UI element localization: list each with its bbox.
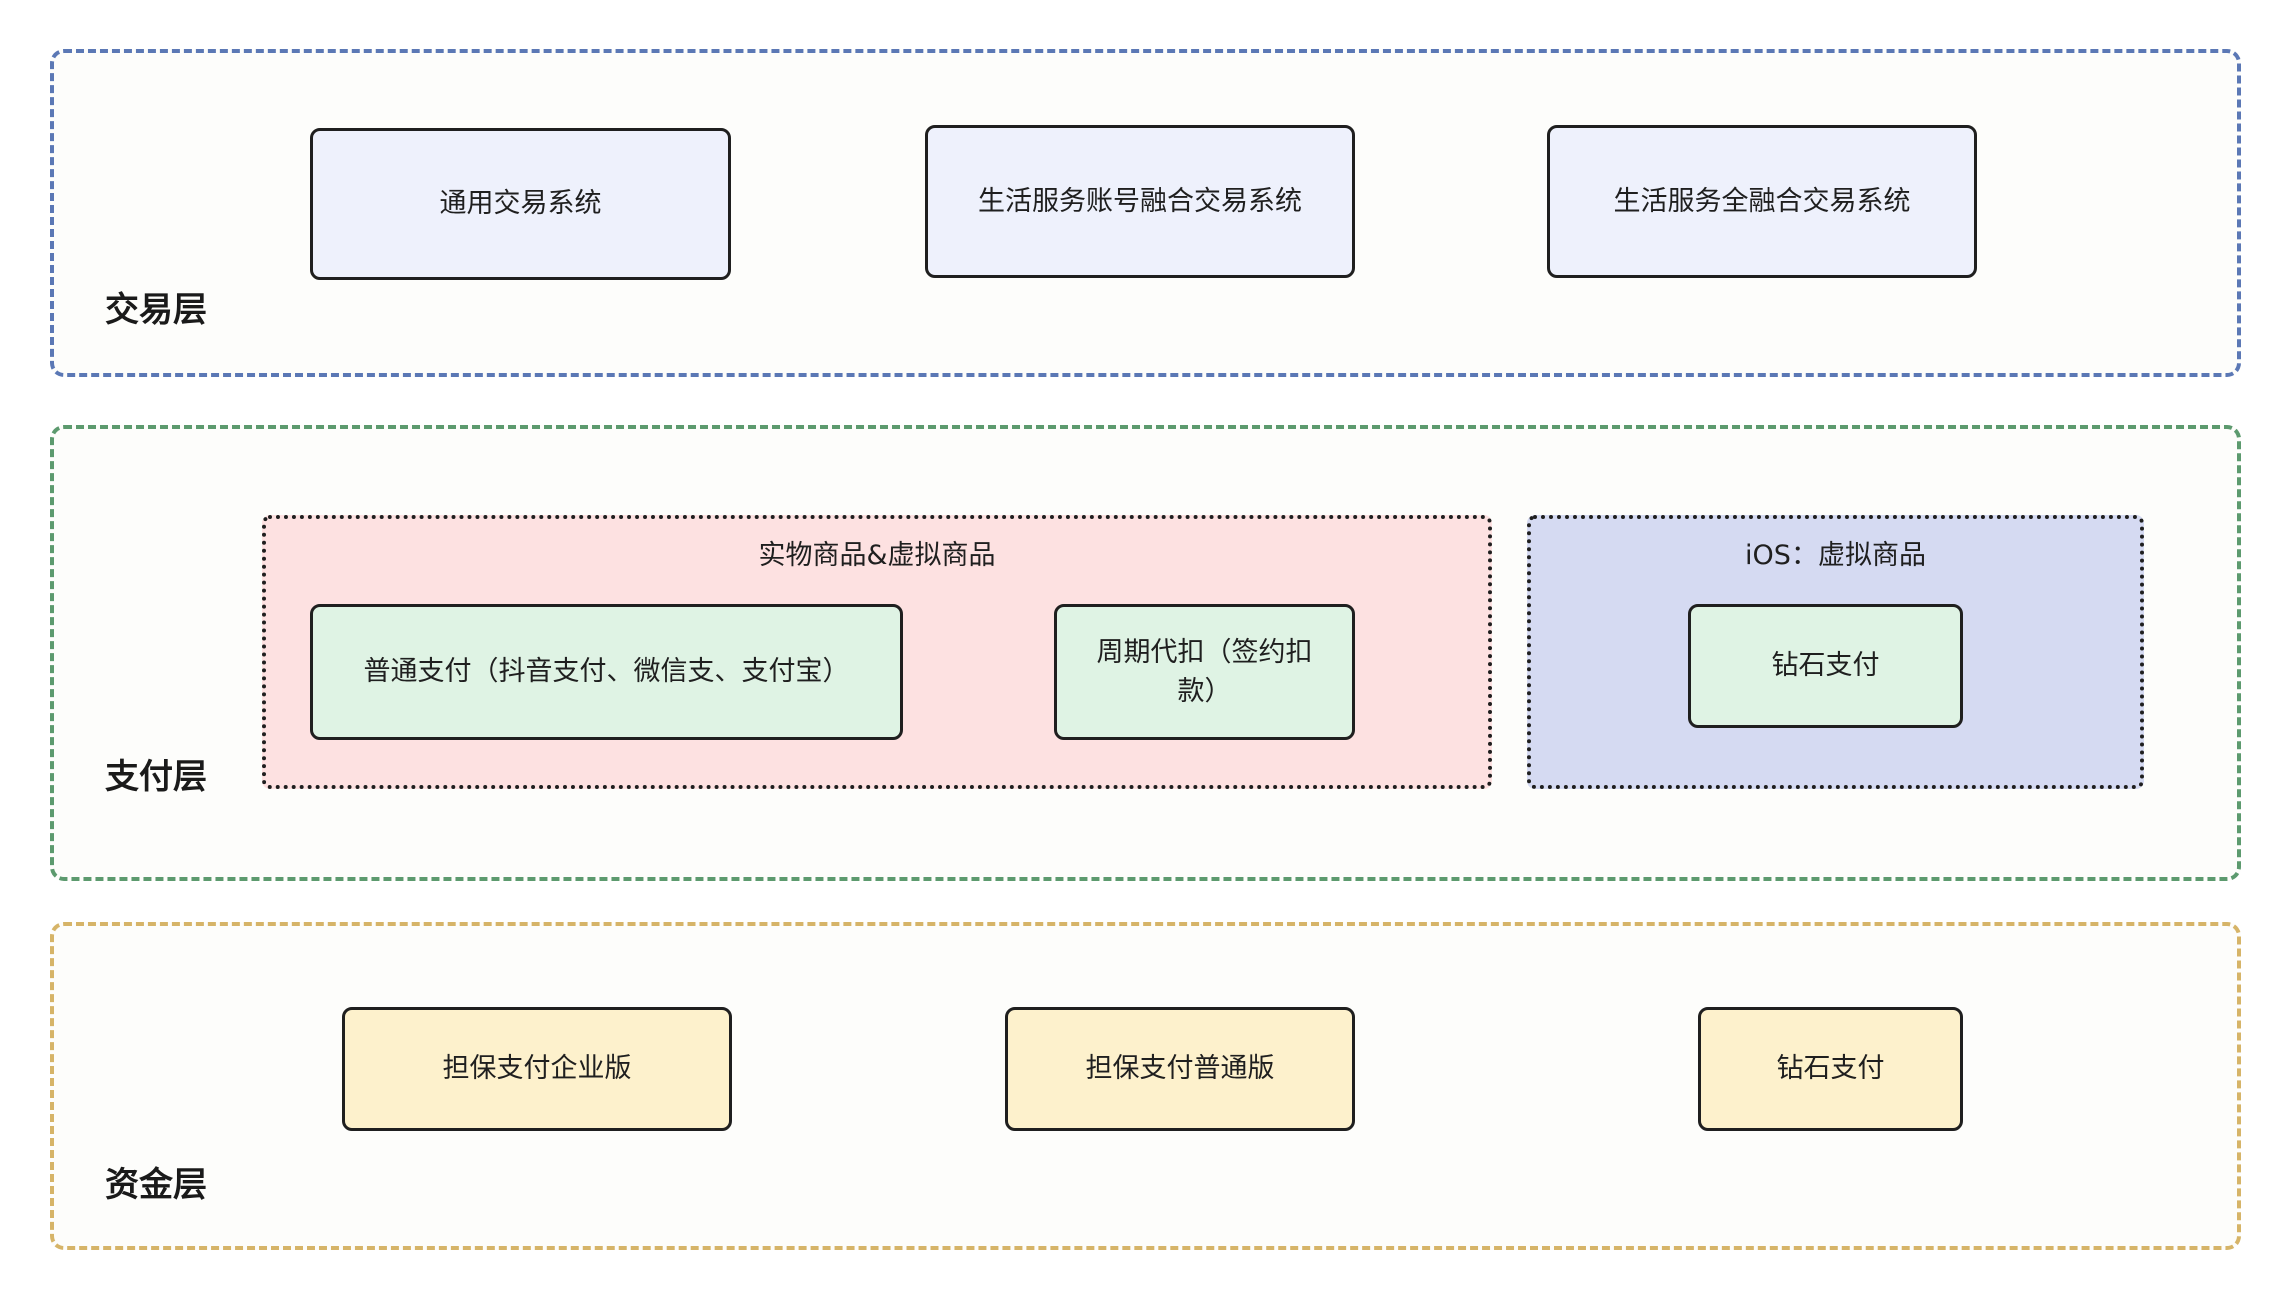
general-trade-system-label: 通用交易系统	[439, 188, 602, 220]
account-fusion-trade-system-label: 生活服务账号融合交易系统	[978, 185, 1302, 217]
full-fusion-trade-system-box: 生活服务全融合交易系统	[1547, 125, 1977, 278]
guarantee-payment-enterprise-box: 担保支付企业版	[342, 1007, 732, 1131]
diamond-payment-label-fund: 钻石支付	[1776, 1053, 1885, 1085]
pay-layer-label: 支付层	[105, 757, 207, 797]
guarantee-payment-standard-label: 担保支付普通版	[1085, 1053, 1275, 1085]
ios-virtual-goods-group-title: iOS：虚拟商品	[1745, 540, 1926, 571]
physical-virtual-goods-group-title: 实物商品&虚拟商品	[758, 540, 996, 571]
diamond-payment-box-fund: 钻石支付	[1698, 1007, 1963, 1131]
diamond-payment-box-pay: 钻石支付	[1688, 604, 1963, 728]
full-fusion-trade-system-label: 生活服务全融合交易系统	[1613, 185, 1911, 217]
fund-layer-label: 资金层	[105, 1165, 207, 1205]
general-trade-system-box: 通用交易系统	[310, 128, 731, 280]
periodic-deduction-box: 周期代扣（签约扣款）	[1054, 604, 1355, 740]
guarantee-payment-enterprise-label: 担保支付企业版	[442, 1053, 632, 1085]
diamond-payment-label-pay: 钻石支付	[1771, 650, 1880, 682]
normal-payment-label: 普通支付（抖音支付、微信支、支付宝）	[363, 656, 850, 688]
normal-payment-box: 普通支付（抖音支付、微信支、支付宝）	[310, 604, 903, 740]
guarantee-payment-standard-box: 担保支付普通版	[1005, 1007, 1355, 1131]
account-fusion-trade-system-box: 生活服务账号融合交易系统	[925, 125, 1355, 278]
periodic-deduction-label: 周期代扣（签约扣款）	[1096, 636, 1313, 707]
trade-layer-label: 交易层	[105, 290, 207, 330]
